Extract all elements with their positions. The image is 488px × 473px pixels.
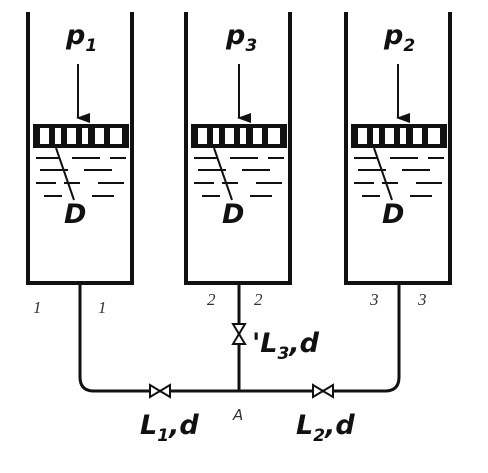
cylinder-3-section-right: 3 (417, 290, 427, 309)
cylinder-3-diameter-label: D (382, 199, 404, 230)
cylinder-3-piston (351, 124, 447, 148)
cylinder-2-pressure-label: p3 (225, 20, 257, 56)
cylinder-1-section-left: 1 (33, 298, 42, 317)
valve-left (149, 383, 171, 399)
cylinder-2-section-left: 2 (207, 290, 216, 309)
cylinder-3-section-left: 3 (369, 290, 379, 309)
cylinder-2: p3 D 2 2 (184, 12, 292, 309)
cylinder-3: p2 D 3 3 (344, 12, 452, 309)
cylinder-1-pressure-label: p1 (65, 20, 97, 56)
pipe-left-label: L1,d (140, 410, 199, 446)
cylinder-3-diameter-leader (373, 147, 393, 201)
cylinder-1-piston (33, 124, 129, 148)
valve-right (312, 383, 334, 399)
cylinder-1-diameter-label: D (64, 199, 86, 230)
pipe-left (78, 283, 239, 393)
cylinder-1-section-right: 1 (98, 298, 107, 317)
junction-label: A (232, 406, 243, 424)
cylinder-1-liquid-hatching (36, 157, 126, 197)
pipe-right-label: L2,d (296, 410, 355, 446)
cylinder-2-diameter-label: D (222, 199, 244, 230)
cylinder-2-diameter-leader (213, 147, 233, 201)
cylinder-3-pressure-label: p2 (383, 20, 415, 56)
cylinder-1-diameter-leader (55, 147, 75, 201)
pipe-middle-label: 'L3,d (252, 328, 320, 364)
cylinder-2-piston (191, 124, 287, 148)
valve-middle (231, 323, 247, 345)
pipe-right (239, 283, 401, 393)
cylinder-1: p1 D 1 1 (26, 12, 134, 317)
cylinder-2-liquid-hatching (194, 157, 284, 197)
cylinder-3-liquid-hatching (354, 157, 444, 197)
cylinder-2-section-right: 2 (254, 290, 263, 309)
